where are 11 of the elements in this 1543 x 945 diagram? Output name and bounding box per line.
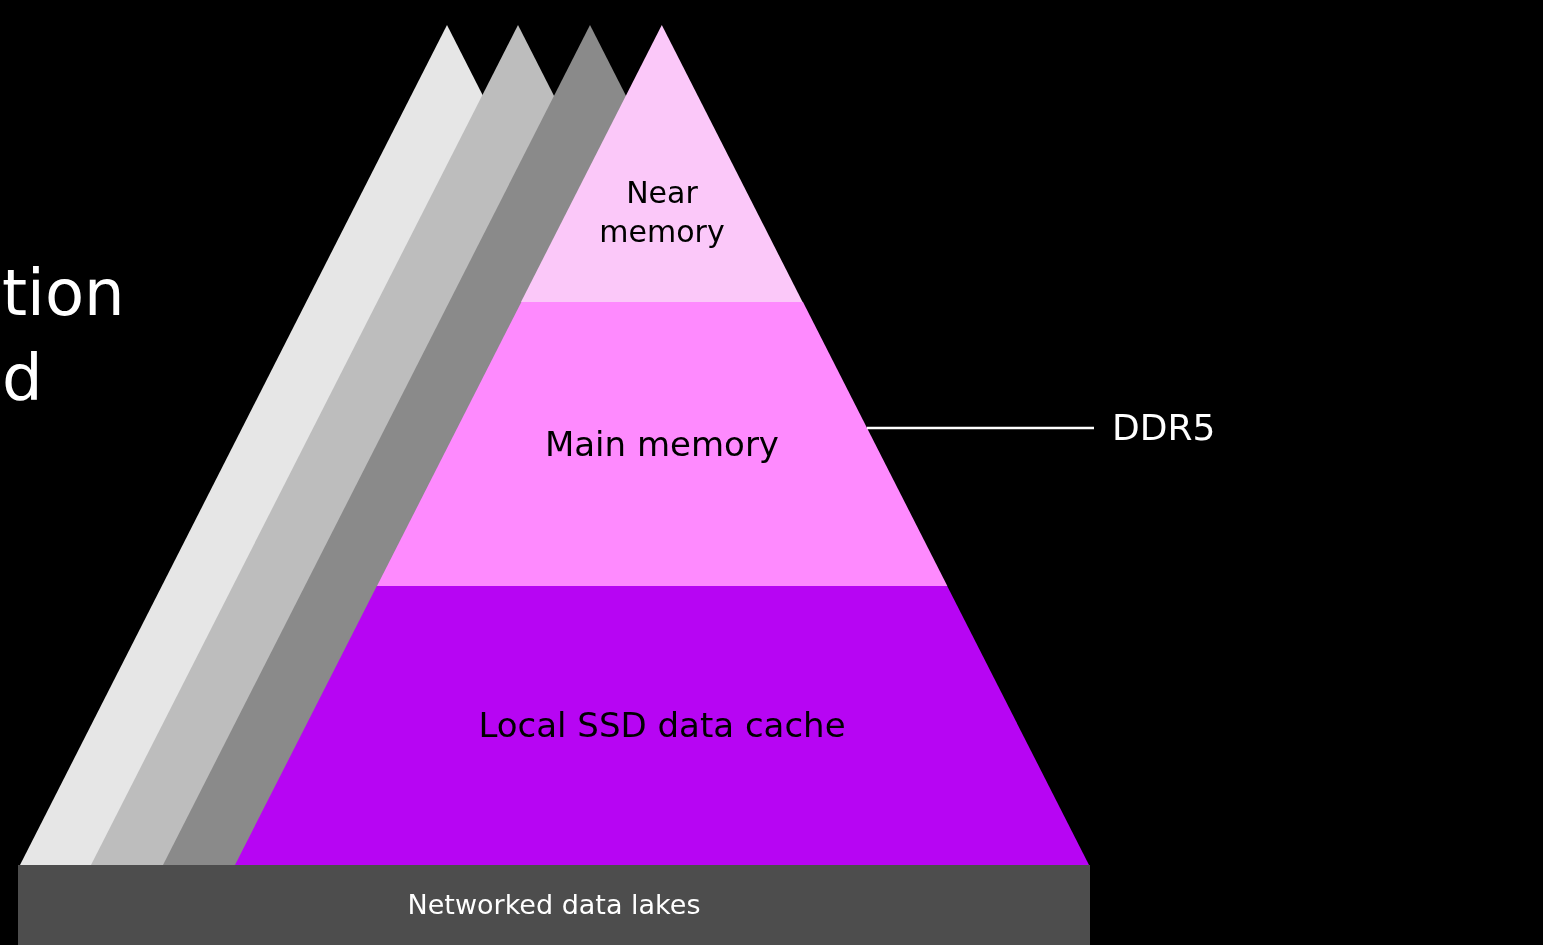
base-tier (235, 586, 1089, 865)
tier-name: Local SSD data cache (478, 704, 846, 748)
title-fragment: d (2, 343, 43, 414)
tier-name: Networked data lakes (407, 888, 701, 923)
middle-tier (376, 302, 948, 586)
tier-label-text: DDR5 (1112, 405, 1216, 450)
tier-name: Main memory (544, 422, 779, 466)
leader-line (866, 426, 1094, 430)
foundation-bar (18, 865, 1090, 945)
title-fragment: tion (2, 258, 125, 329)
tier-name: Near memory (598, 173, 726, 251)
